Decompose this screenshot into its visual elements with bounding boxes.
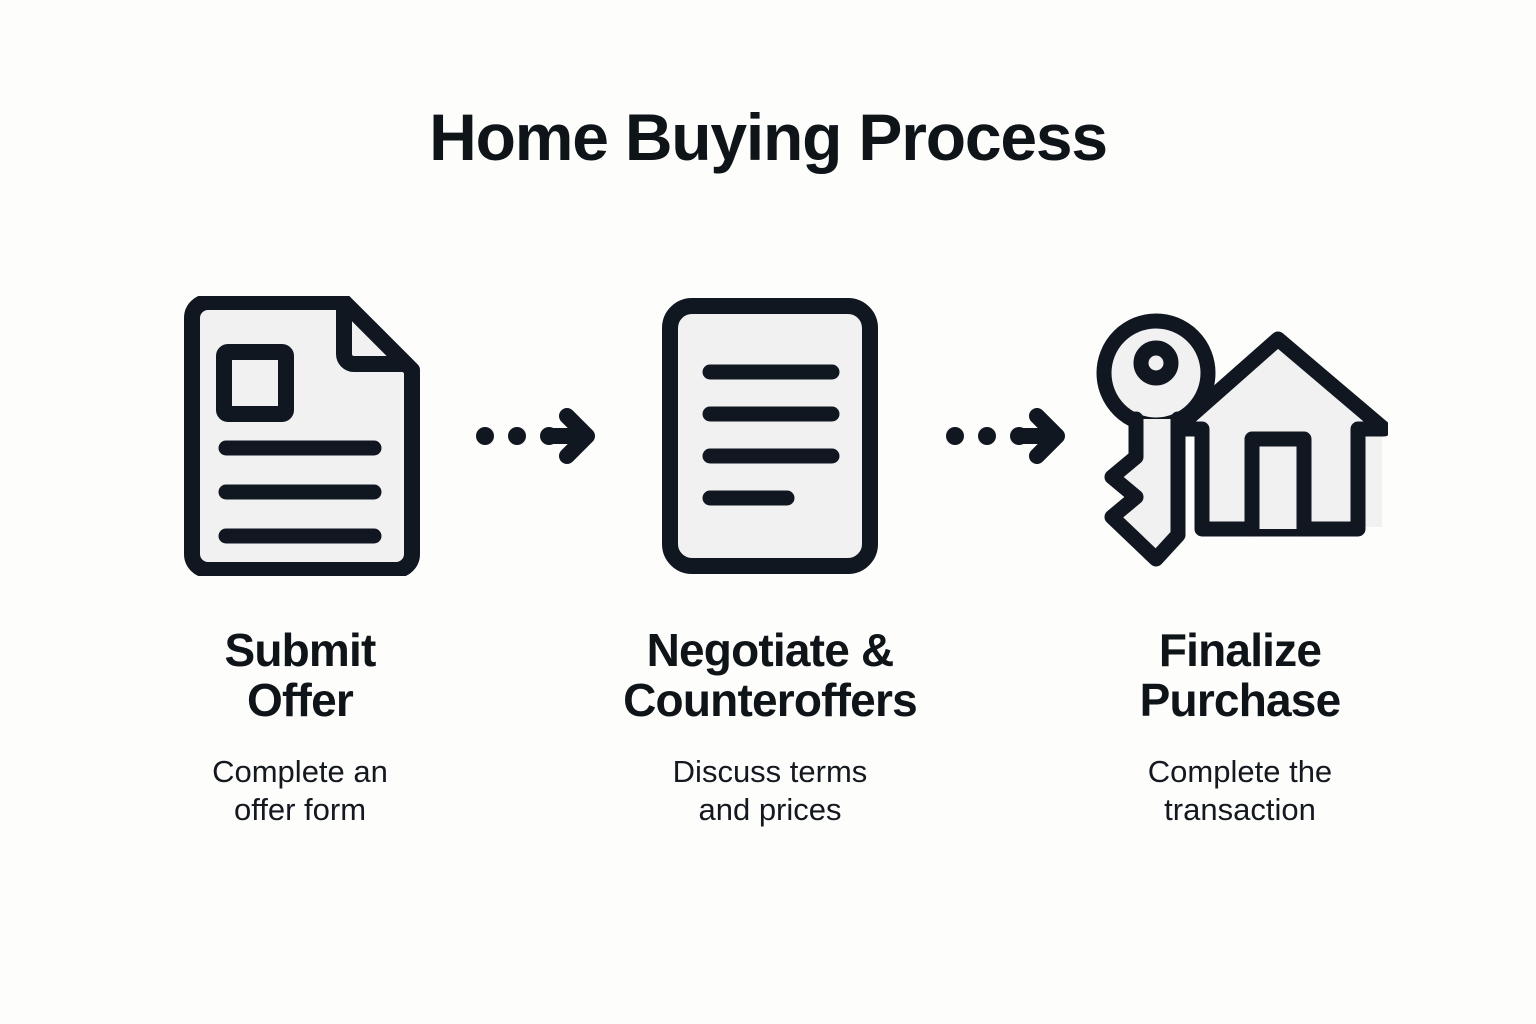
step-heading-line-1: Submit <box>224 624 376 676</box>
step-heading-line-2: Offer <box>247 673 354 726</box>
dotted-arrow-right-icon <box>476 408 595 464</box>
step-icon-container <box>656 290 884 582</box>
process-steps-row: Submit Offer Complete an offer form <box>150 290 1390 829</box>
step-heading: Negotiate & Counteroffers <box>615 624 925 726</box>
step-icon-container <box>1092 290 1388 582</box>
step-subtitle-line-2: offer form <box>233 792 367 828</box>
step-subtitle: Complete the transaction <box>1090 753 1390 829</box>
step-subtitle-line-2: and prices <box>698 792 842 828</box>
step-subtitle-line-1: Complete an <box>212 754 388 790</box>
document-with-photo-icon <box>184 296 420 576</box>
key-and-house-icon <box>1096 313 1388 567</box>
step-heading-line-1: Negotiate & <box>646 624 895 676</box>
document-lines-icon <box>662 298 878 574</box>
process-step-submit-offer: Submit Offer Complete an offer form <box>150 290 450 829</box>
step-icon-container <box>174 290 426 582</box>
step-heading: Finalize Purchase <box>1085 624 1395 726</box>
process-step-negotiate-counteroffers: Negotiate & Counteroffers Discuss terms … <box>620 290 920 829</box>
step-subtitle: Complete an offer form <box>150 753 450 829</box>
step-subtitle-line-1: Discuss terms <box>672 754 868 790</box>
step-heading: Submit Offer <box>145 624 455 726</box>
step-subtitle: Discuss terms and prices <box>620 753 920 829</box>
step-subtitle-line-2: transaction <box>1164 792 1316 828</box>
step-connector-1 <box>470 290 600 582</box>
step-heading-line-1: Finalize <box>1158 624 1322 676</box>
step-subtitle-line-1: Complete the <box>1147 754 1333 790</box>
process-step-finalize-purchase: Finalize Purchase Complete the transacti… <box>1090 290 1390 829</box>
dotted-arrow-right-icon <box>946 408 1065 464</box>
step-connector-2 <box>940 290 1070 582</box>
step-heading-line-2: Purchase <box>1139 673 1342 726</box>
page-title: Home Buying Process <box>429 100 1108 174</box>
step-heading-line-2: Counteroffers <box>623 673 918 726</box>
